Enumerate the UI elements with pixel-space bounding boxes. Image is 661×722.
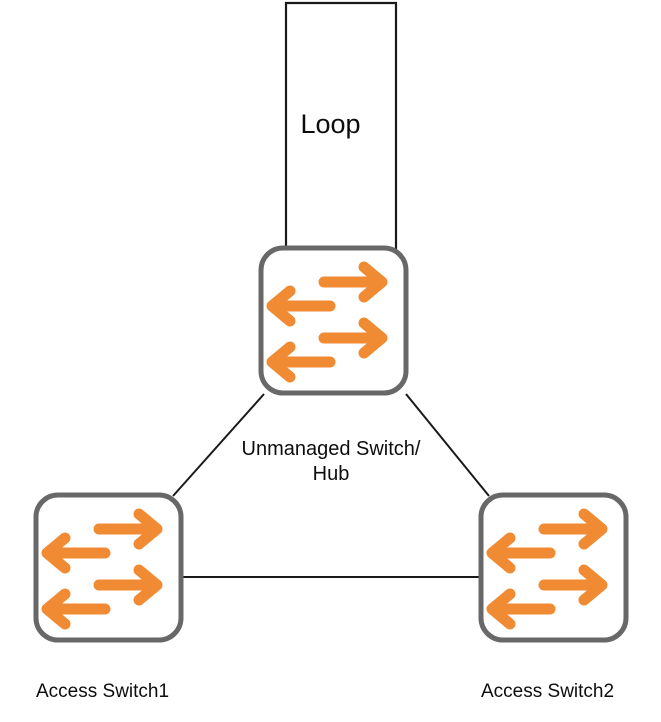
unmanaged-switch-label: Unmanaged Switch/Hub [181, 437, 481, 487]
node-access-switch-2[interactable] [478, 492, 629, 643]
node-access-switch-1[interactable] [33, 492, 184, 643]
link-lines [172, 393, 490, 578]
access-switch-1-label: Access Switch1 [36, 681, 170, 702]
unmanaged-switch-label-line2: Hub [312, 463, 350, 485]
node-unmanaged-switch[interactable] [258, 245, 409, 396]
link-hub-to-access-switch1 [172, 393, 265, 497]
loop-label: Loop [300, 109, 361, 139]
access-switch-2-label: Access Switch2 [481, 681, 615, 702]
unmanaged-switch-label-line1: Unmanaged Switch/ [241, 438, 421, 460]
link-hub-to-access-switch2 [405, 393, 490, 497]
loop-cable-shape [284, 1, 398, 268]
